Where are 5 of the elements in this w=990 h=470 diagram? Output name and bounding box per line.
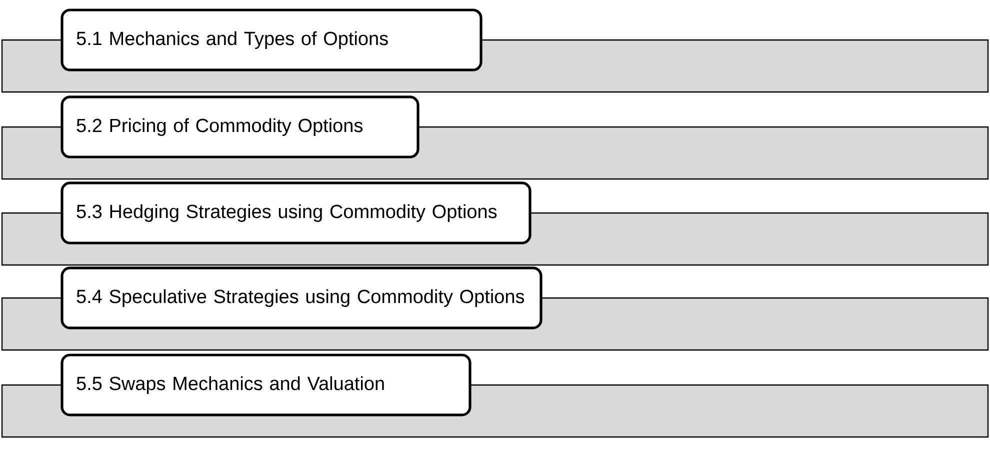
section-box: 5.2 Pricing of Commodity Options bbox=[60, 96, 420, 158]
section-box: 5.1 Mechanics and Types of Options bbox=[60, 8, 482, 72]
section-box: 5.4 Speculative Strategies using Commodity Options bbox=[60, 266, 542, 330]
section-box: 5.3 Hedging Strategies using Commodity Options bbox=[60, 182, 532, 244]
section-box: 5.5 Swaps Mechanics and Valuation bbox=[60, 354, 472, 416]
